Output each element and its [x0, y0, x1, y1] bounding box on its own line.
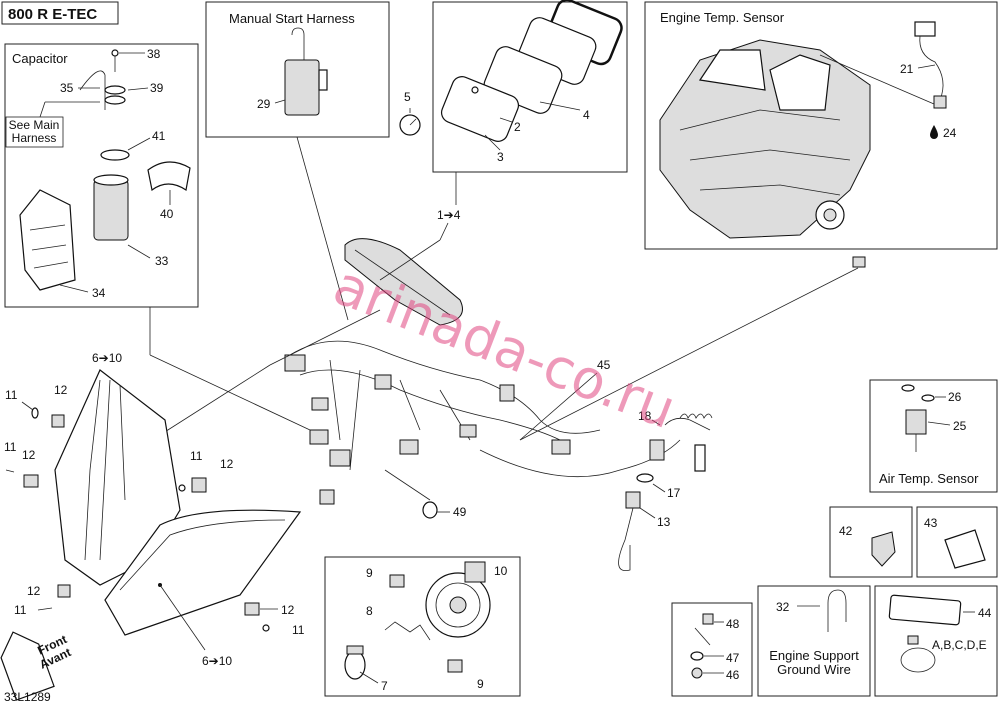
callout-12-e: 12: [281, 603, 295, 617]
callout-11-b: 11: [4, 440, 17, 454]
front-arrow-icon: Front Avant: [0, 631, 73, 701]
ground-wire-title-1: Engine Support: [769, 648, 859, 663]
callout-35: 35: [60, 81, 74, 95]
headlight-housing: 6➔10 11 12 11 12 11 12 12 11: [4, 351, 234, 617]
callout-45: 45: [597, 358, 611, 372]
callout-12-c: 12: [220, 457, 234, 471]
drop-icon: [930, 125, 938, 139]
air-temp-panel: 26 25 Air Temp. Sensor: [869, 379, 998, 493]
callout-21: 21: [900, 62, 914, 76]
gauge-panel: 4 2 3 1➔4: [432, 0, 628, 222]
callout-29: 29: [257, 97, 271, 111]
ground-wire-panel: 32 Engine Support Ground Wire: [757, 585, 871, 697]
main-harness: 45 49: [149, 136, 681, 519]
title-text: 800 R E-TEC: [8, 6, 97, 23]
callout-33: 33: [155, 254, 169, 268]
callout-7: 7: [381, 679, 388, 693]
callout-46: 46: [726, 668, 740, 682]
callout-11-d: 11: [14, 603, 27, 617]
capacitor-panel: Capacitor See Main Harness 38 35 39 41 4…: [4, 43, 199, 308]
callout-13: 13: [657, 515, 671, 529]
clip-panel-42: 42: [829, 506, 913, 578]
supplies-panel: 44 A,B,C,D,E: [874, 585, 998, 697]
callout-4: 4: [583, 108, 590, 122]
watermark-text: arinada-co.ru: [325, 253, 684, 441]
engine-temp-panel: Engine Temp. Sensor 21 24: [644, 1, 998, 250]
callout-11-a: 11: [5, 388, 18, 402]
callout-2: 2: [514, 120, 521, 134]
clip-panel-43: 43: [916, 506, 998, 578]
manual-start-harness-panel: Manual Start Harness 29: [205, 1, 390, 138]
manual-start-harness-title: Manual Start Harness: [229, 11, 355, 26]
callout-42: 42: [839, 524, 853, 538]
callout-9-a: 9: [366, 566, 373, 580]
callout-6-to-10-top: 6➔10: [92, 351, 122, 365]
callout-24: 24: [943, 126, 957, 140]
callout-12-b: 12: [22, 448, 36, 462]
callout-11-e: 11: [292, 623, 305, 637]
callout-43: 43: [924, 516, 938, 530]
callout-39: 39: [150, 81, 164, 95]
callout-48: 48: [726, 617, 740, 631]
callout-47: 47: [726, 651, 740, 665]
air-temp-title: Air Temp. Sensor: [879, 471, 979, 486]
see-main-harness-box: [5, 116, 64, 148]
bulb-panel: 9 10 8 7 9: [324, 556, 521, 697]
callout-6-to-10-bottom: 6➔10: [202, 654, 232, 668]
tether-switch-group: 18 17 13: [618, 409, 713, 572]
callout-11-c: 11: [190, 449, 203, 463]
callout-25: 25: [953, 419, 967, 433]
capacitor-title: Capacitor: [12, 51, 68, 66]
callout-5: 5: [404, 90, 411, 104]
callout-44: 44: [978, 606, 992, 620]
callout-18: 18: [638, 409, 652, 423]
callout-32: 32: [776, 600, 790, 614]
callout-12-a: 12: [54, 383, 68, 397]
fastener-panel: 48 47 46: [671, 602, 753, 697]
callout-1-to-4: 1➔4: [437, 208, 461, 222]
callout-abcde: A,B,C,D,E: [932, 638, 987, 652]
callout-49: 49: [453, 505, 467, 519]
headlight-lens: 6➔10 12 11: [104, 509, 305, 668]
callout-34: 34: [92, 286, 106, 300]
callout-40: 40: [160, 207, 174, 221]
see-main-harness-line2: Harness: [12, 131, 57, 145]
title-box: 800 R E-TEC: [1, 1, 119, 25]
callout-41: 41: [152, 129, 166, 143]
callout-9-b: 9: [477, 677, 484, 691]
see-main-harness-line1: See Main: [9, 118, 60, 132]
engine-temp-title: Engine Temp. Sensor: [660, 10, 785, 25]
callout-8: 8: [366, 604, 373, 618]
callout-10: 10: [494, 564, 508, 578]
callout-12-d: 12: [27, 584, 41, 598]
ground-wire-title-2: Ground Wire: [777, 662, 851, 677]
callout-26: 26: [948, 390, 962, 404]
callout-38: 38: [147, 47, 161, 61]
callout-3: 3: [497, 150, 504, 164]
diagram-id: 33L1289: [4, 690, 51, 704]
callout-17: 17: [667, 486, 681, 500]
